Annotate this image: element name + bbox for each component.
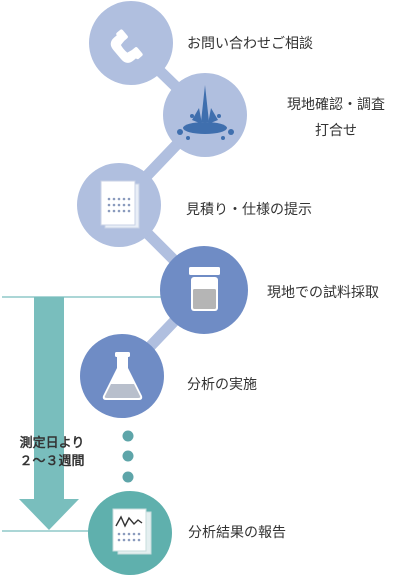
duration-line2: ２～３週間 [19,454,85,469]
splash-icon [177,85,234,140]
dot-1 [122,430,134,442]
duration-line1: 測定日より [19,436,85,451]
sample-jar-icon [189,267,220,311]
phone-icon [110,29,143,63]
document-icon [100,180,140,229]
step-label-sampling: 現地での試料採取 [267,285,379,301]
flask-icon [102,352,143,400]
step-label-site-survey-line2: 打合せ [315,123,357,139]
step-label-site-survey-line1: 現地確認・調査 [287,97,385,113]
step-circle-inquiry [89,1,173,85]
step-label-site-survey: 現地確認・調査 打合せ [266,95,406,141]
report-icon [112,508,152,555]
step-label-inquiry: お問い合わせご相談 [187,36,313,52]
step-label-report: 分析結果の報告 [188,525,286,541]
dot-2 [122,450,134,462]
step-label-estimate: 見積り・仕様の提示 [186,202,312,218]
step-label-analysis: 分析の実施 [187,377,257,393]
dot-3 [122,471,134,483]
timeline-arrow [19,297,79,530]
duration-label: 測定日より ２～３週間 [0,435,104,471]
